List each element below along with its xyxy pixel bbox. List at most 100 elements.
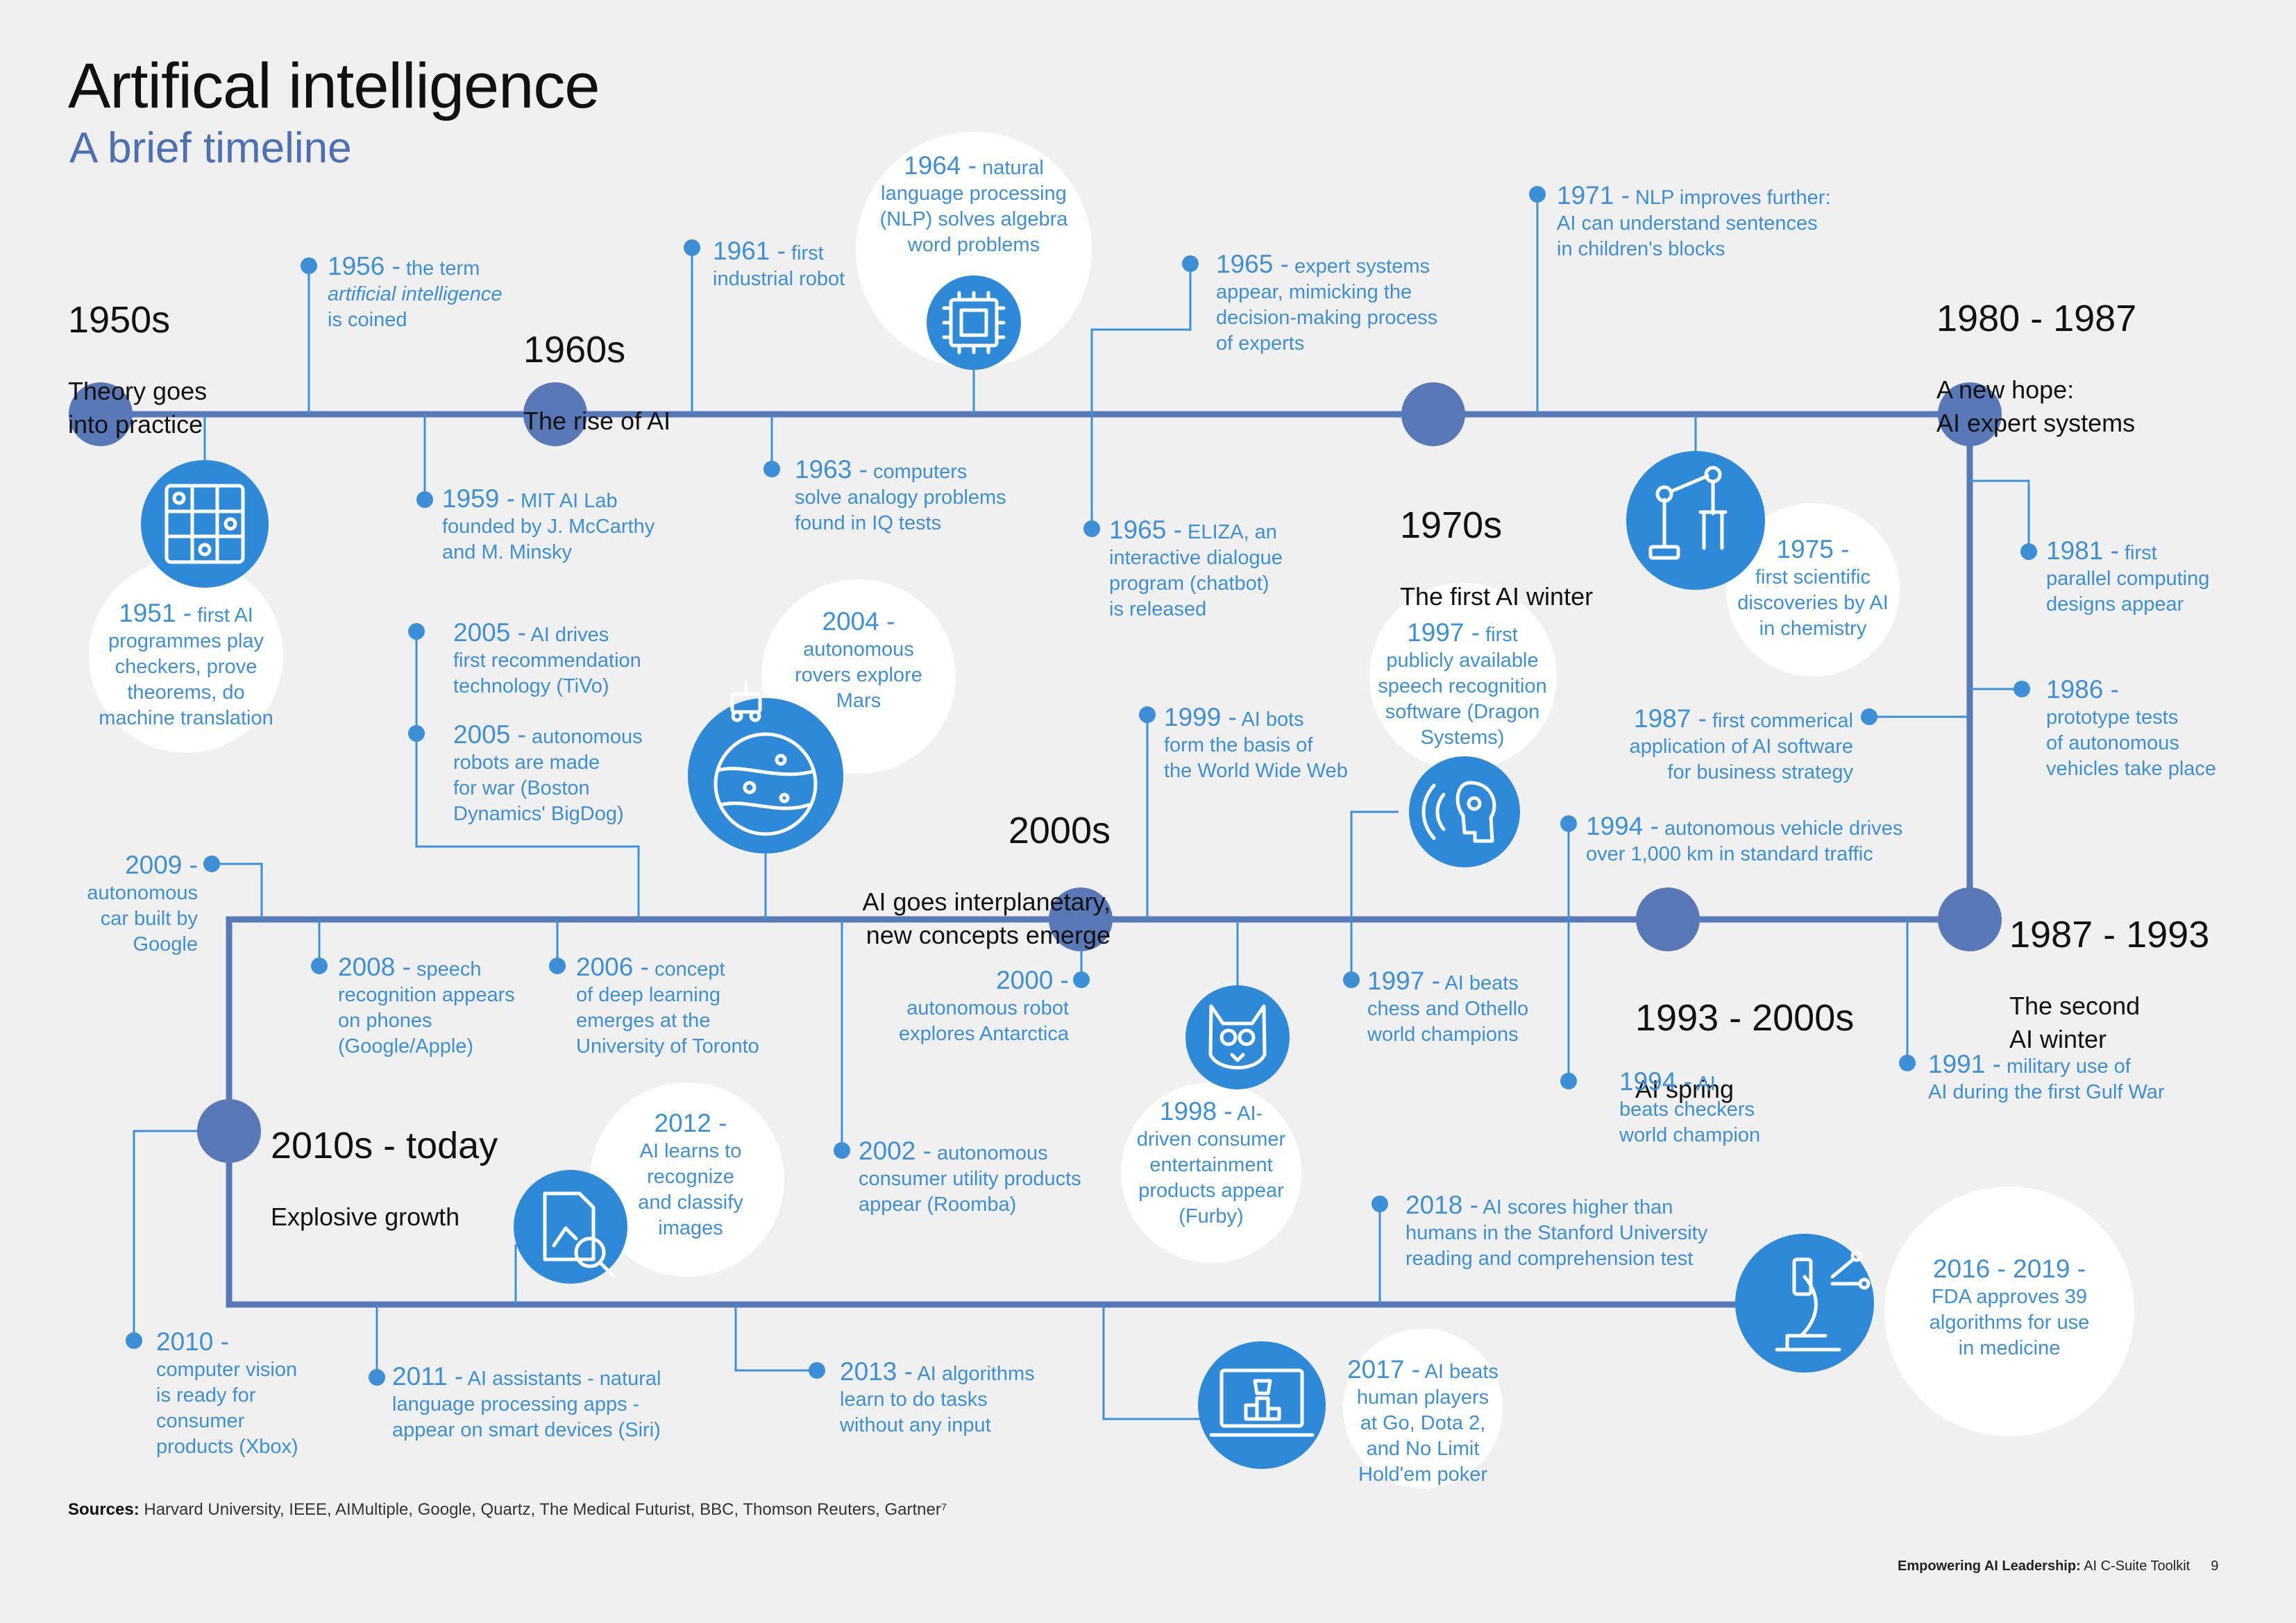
event-text: ELIZA, an interactive dialogue program (…	[1109, 521, 1283, 620]
event-year: 2012 -	[654, 1109, 727, 1137]
era-desc: Explosive growth	[271, 1203, 460, 1231]
era-1987-1993: 1987 - 1993 The second AI winter	[2009, 880, 2209, 1089]
event-year: 1956 -	[328, 252, 400, 280]
furby-icon	[1208, 1004, 1267, 1070]
event-2009: 2009 - autonomous car built by Google	[49, 852, 198, 958]
event-text: first AI programmes play checkers, prove…	[99, 604, 273, 729]
era-year: 2010s - today	[271, 1125, 498, 1166]
event-year: 1975 -	[1776, 535, 1850, 563]
event-2013: 2013 - AI algorithms learn to do tasks w…	[840, 1359, 1035, 1438]
event-2008: 2008 - speech recognition appears on pho…	[338, 954, 515, 1060]
event-text: first parallel computing designs appear	[2046, 542, 2210, 615]
event-year: 1965 -	[1216, 250, 1289, 278]
sources-note: Sources: Harvard University, IEEE, AIMul…	[68, 1500, 947, 1520]
era-year: 1950s	[68, 299, 171, 341]
event-year: 2013 -	[840, 1357, 913, 1386]
event-text: is coined	[328, 309, 407, 331]
event-1981: 1981 - first parallel computing designs …	[2046, 538, 2209, 618]
era-2000s: 2000s AI goes interplanetary, new concep…	[833, 776, 1111, 985]
era-year: 1980 - 1987	[1936, 298, 2137, 339]
event-2017: 2017 - AI beats human players at Go, Dot…	[1343, 1357, 1503, 1488]
event-1951: 1951 - first AI programmes play checkers…	[89, 600, 283, 731]
event-year: 2000 -	[996, 966, 1069, 994]
event-text: military use of AI during the first Gulf…	[1928, 1055, 2165, 1103]
event-text: autonomous vehicle drives over 1,000 km …	[1586, 817, 1903, 865]
event-2012: 2012 - AI learns to recognize and classi…	[611, 1110, 770, 1241]
event-1961: 1961 - first industrial robot	[713, 238, 845, 292]
event-year: 1997 -	[1407, 618, 1480, 647]
event-year: 1994 -	[1586, 812, 1659, 840]
event-text: AI algorithms learn to do tasks without …	[840, 1363, 1035, 1436]
event-2006: 2006 - concept of deep learning emerges …	[576, 954, 759, 1060]
event-text: first scientific discoveries by AI in ch…	[1737, 566, 1889, 640]
event-2016-2019: 2016 - 2019 - FDA approves 39 algorithms…	[1905, 1256, 2113, 1361]
chip-icon	[942, 291, 1006, 355]
event-1998: 1998 - AI- driven consumer entertainment…	[1124, 1098, 1298, 1230]
game-trophy-icon	[1209, 1368, 1315, 1437]
event-text: AI assistants - natural language process…	[392, 1368, 661, 1441]
event-text: AI drives first recommendation technolog…	[453, 624, 641, 697]
event-1997-chess: 1997 - AI beats chess and Othello world …	[1367, 968, 1528, 1048]
connector-dots	[126, 186, 2037, 1386]
event-2011: 2011 - AI assistants - natural language …	[392, 1363, 661, 1443]
event-text: AI beats chess and Othello world champio…	[1367, 972, 1529, 1046]
speech-recognition-icon	[1421, 781, 1496, 843]
event-2018: 2018 - AI scores higher than humans in t…	[1406, 1192, 1707, 1272]
event-year: 1991 -	[1928, 1050, 2001, 1078]
page-footer: Empowering AI Leadership: AI C-Suite Too…	[1898, 1558, 2218, 1574]
event-2005-bigdog: 2005 - autonomous robots are made for wa…	[453, 722, 643, 827]
era-desc: AI spring	[1635, 1075, 1734, 1103]
robot-arm-icon	[1648, 466, 1728, 560]
event-year: 1987 -	[1634, 704, 1707, 733]
icon-circles	[141, 275, 1874, 1469]
event-2005-tivo: 2005 - AI drives first recommendation te…	[453, 620, 641, 699]
event-1994-vehicle: 1994 - autonomous vehicle drives over 1,…	[1586, 813, 1902, 867]
page-title: Artifical intelligence	[68, 51, 600, 121]
era-desc: A new hope: AI expert systems	[1936, 375, 2136, 437]
event-text: autonomous consumer utility products app…	[859, 1142, 1081, 1216]
event-text: AI beats checkers world champion	[1619, 1073, 1761, 1146]
event-year: 1963 -	[795, 455, 868, 484]
era-1950s: 1950s Theory goes into practice	[68, 265, 207, 475]
event-2004: 2004 - autonomous rovers explore Mars	[779, 609, 938, 714]
event-year: 1998 -	[1159, 1097, 1233, 1125]
era-2010s-today: 2010s - today Explosive growth	[271, 1091, 498, 1267]
grid-icon	[164, 484, 245, 564]
page-number: 9	[2211, 1558, 2219, 1574]
era-nodes	[69, 382, 2002, 1163]
event-year: 2005 -	[453, 618, 526, 647]
event-year: 2004 -	[822, 607, 895, 636]
era-1960s: 1960s The rise of AI	[523, 295, 670, 471]
event-1997-speech: 1997 - first publicly available speech r…	[1362, 620, 1563, 751]
page-subtitle: A brief timeline	[69, 124, 352, 172]
era-year: 2000s	[1008, 810, 1111, 851]
event-1964: 1964 - natural language processing (NLP)…	[870, 153, 1078, 258]
event-text: the term	[405, 257, 480, 280]
event-text: AI scores higher than humans in the Stan…	[1406, 1196, 1708, 1270]
event-year: 2011 -	[392, 1362, 464, 1391]
event-text: AI beats human players at Go, Dota 2, an…	[1356, 1361, 1499, 1486]
event-1991: 1991 - military use of AI during the fir…	[1928, 1051, 2165, 1105]
era-1993-2000s: 1993 - 2000s AI spring	[1635, 963, 1854, 1139]
event-year: 2008 -	[338, 953, 411, 981]
event-year: 1965 -	[1109, 516, 1182, 544]
event-text: AI learns to recognize and classify imag…	[638, 1140, 743, 1239]
era-year: 1987 - 1993	[2009, 914, 2210, 955]
era-desc: The rise of AI	[523, 407, 671, 435]
event-1956: 1956 - the term artificial intelligence …	[328, 253, 502, 333]
event-year: 1964 -	[904, 151, 977, 180]
event-1965-eliza: 1965 - ELIZA, an interactive dialogue pr…	[1109, 517, 1283, 622]
microscope-icon	[1775, 1250, 1871, 1352]
event-text: prototype tests of autonomous vehicles t…	[2046, 706, 2217, 780]
event-text: natural language processing (NLP) solves…	[879, 157, 1068, 256]
event-2010: 2010 - computer vision is ready for cons…	[156, 1329, 298, 1460]
event-text: AI bots form the basis of the World Wide…	[1164, 708, 1348, 782]
event-1963: 1963 - computers solve analogy problems …	[795, 457, 1006, 536]
event-1959: 1959 - MIT AI Lab founded by J. McCarthy…	[442, 486, 655, 566]
era-desc: Theory goes into practice	[68, 377, 208, 439]
event-text: autonomous car built by Google	[87, 882, 198, 955]
event-text: computers solve analogy problems found i…	[795, 461, 1006, 534]
event-text: first publicly available speech recognit…	[1378, 624, 1547, 749]
event-year: 2016 - 2019 -	[1932, 1255, 2086, 1283]
